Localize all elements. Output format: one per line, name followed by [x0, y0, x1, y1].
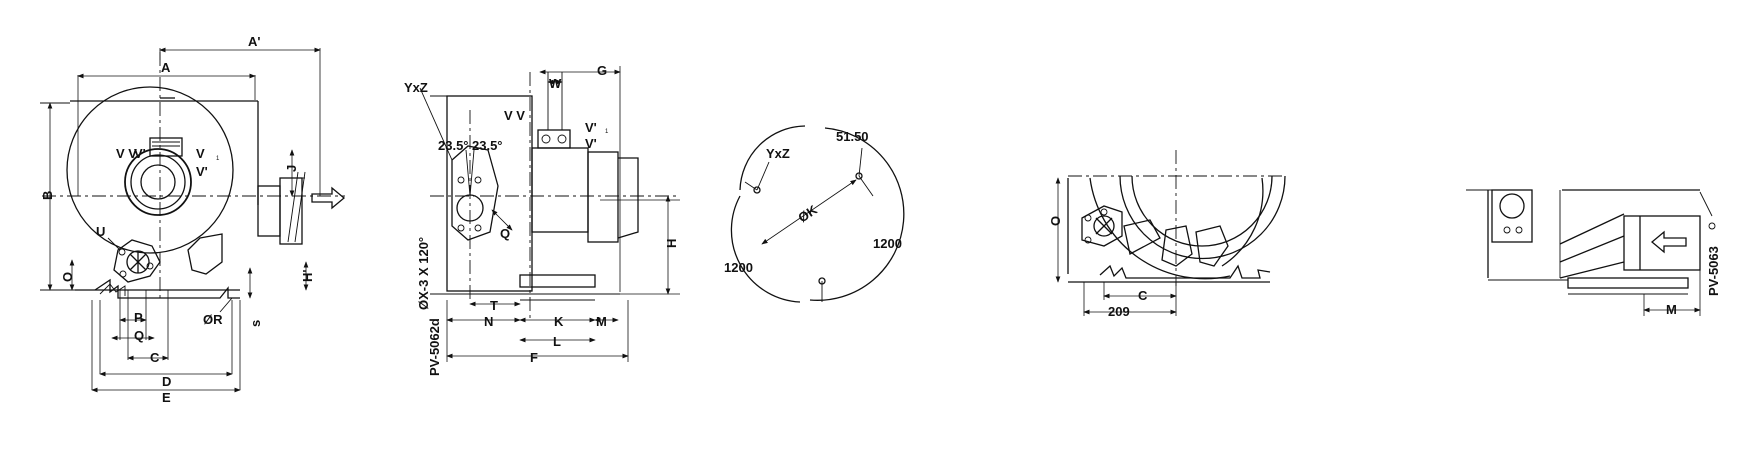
dim-209: 209: [1108, 304, 1130, 319]
right-view: M PV-5063: [1466, 189, 1721, 317]
front-view: A' A B V V V' V 1 V' J U O H' P Q C D E …: [40, 34, 346, 405]
dim-e: E: [162, 390, 171, 405]
dim-a-prime: A': [248, 34, 260, 49]
dim-q: Q: [134, 328, 144, 343]
model-label-5063: PV-5063: [1706, 246, 1721, 296]
dim-p: P: [134, 310, 143, 325]
dim-w: W: [549, 76, 562, 91]
dim-superscript-1: 1: [216, 156, 220, 162]
dim-superscript-1: 1: [605, 129, 609, 135]
dim-angle: 51.50: [836, 129, 869, 144]
dim-yxz: YxZ: [766, 146, 790, 161]
dim-u: U: [96, 224, 105, 239]
dim-vv: V V: [504, 108, 525, 123]
flange-view: YxZ 51.50 ØK 1200 1200: [724, 125, 905, 303]
dim-m: M: [1666, 302, 1677, 317]
model-label-5062d: PV-5062d: [427, 318, 442, 376]
dim-c: C: [1138, 288, 1148, 303]
dim-v-prime-2: V': [585, 136, 597, 151]
dim-v-prime-1: V': [585, 120, 597, 135]
dim-j: J: [284, 165, 299, 172]
dim-radius-right: 1200: [873, 236, 902, 251]
dim-v-prime: V': [196, 164, 208, 179]
dim-c: C: [150, 350, 160, 365]
dim-k: K: [554, 314, 564, 329]
dim-angle-left: 23.5°: [438, 138, 469, 153]
dim-q: Q: [500, 226, 510, 241]
dim-t: T: [490, 298, 498, 313]
dim-f: F: [530, 350, 538, 365]
dim-h-prime: H': [300, 270, 315, 282]
dim-h: H: [664, 239, 679, 248]
dim-o: O: [60, 272, 75, 282]
dim-holes: ØX-3 X 120°: [416, 237, 431, 310]
dim-v: V: [196, 146, 205, 161]
bottom-view: O C 209: [1048, 150, 1286, 319]
dim-k: ØK: [795, 202, 820, 226]
side-view: YxZ W G V V V' 1 V' 23.5° 23.5° ØX-3 X 1…: [404, 63, 680, 376]
dim-o: O: [1048, 216, 1063, 226]
dim-g: G: [597, 63, 607, 78]
dim-l: L: [553, 334, 561, 349]
dim-s: s: [248, 320, 263, 327]
dim-b: B: [40, 191, 55, 200]
dim-angle-right: 23.5°: [472, 138, 503, 153]
dim-radius-left: 1200: [724, 260, 753, 275]
dim-n: N: [484, 314, 493, 329]
dim-m: M: [596, 314, 607, 329]
dim-vv: V V: [116, 146, 137, 161]
dim-d: D: [162, 374, 171, 389]
dim-yxz: YxZ: [404, 80, 428, 95]
dim-v-prime-upper: V': [134, 146, 146, 161]
dim-a: A: [161, 60, 171, 75]
dim-r: ØR: [203, 312, 223, 327]
